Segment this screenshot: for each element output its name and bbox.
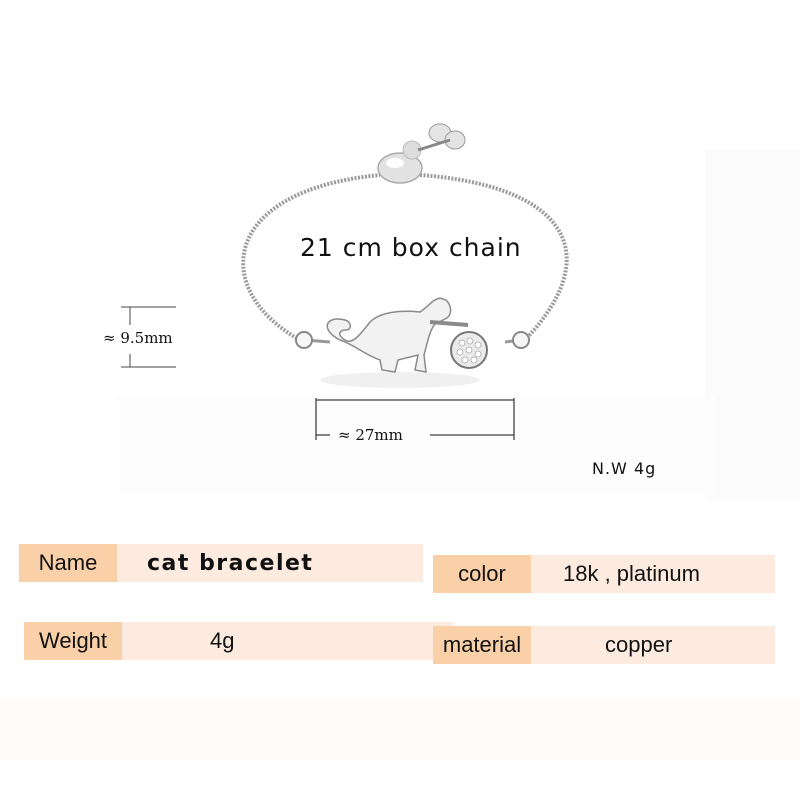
width-dimension-label: ≈ 27mm bbox=[338, 426, 403, 444]
spec-label-color: color bbox=[433, 555, 531, 593]
spec-row-weight: Weight 4g bbox=[24, 622, 453, 660]
background-panel bbox=[705, 150, 800, 500]
spec-value-color: 18k , platinum bbox=[531, 555, 775, 593]
background-strip bbox=[0, 700, 800, 760]
spec-value-name: cat bracelet bbox=[117, 544, 423, 582]
spec-row-material: material copper bbox=[433, 626, 775, 664]
spec-label-weight: Weight bbox=[24, 622, 122, 660]
net-weight-label: N.W 4g bbox=[592, 459, 657, 478]
height-dimension-label: ≈ 9.5mm bbox=[103, 329, 173, 347]
spec-label-material: material bbox=[433, 626, 531, 664]
spec-row-color: color 18k , platinum bbox=[433, 555, 775, 593]
spec-value-material: copper bbox=[531, 626, 775, 664]
bracelet-illustration bbox=[121, 123, 569, 440]
spec-label-name: Name bbox=[19, 544, 117, 582]
chain-length-label: 21 cm box chain bbox=[300, 233, 522, 262]
background-panel bbox=[115, 395, 715, 495]
spec-row-name: Name cat bracelet bbox=[19, 544, 423, 582]
spec-value-weight: 4g bbox=[122, 622, 453, 660]
